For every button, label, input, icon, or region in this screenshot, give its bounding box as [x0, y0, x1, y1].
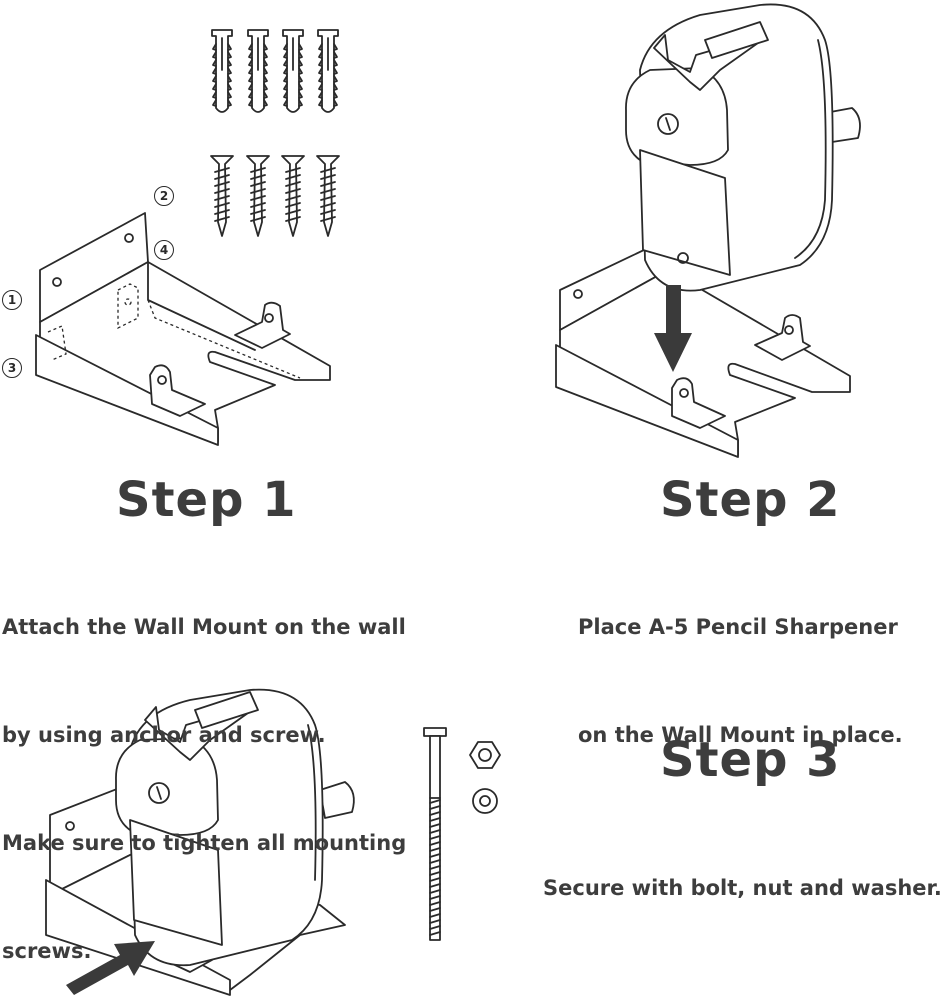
- step3-instructions: Secure with bolt, nut and washer.: [543, 798, 942, 942]
- sharpener-step2: [625, 3, 861, 292]
- anchor-icon: [317, 29, 339, 113]
- step1-line: screws.: [2, 939, 92, 963]
- step2-line: on the Wall Mount in place.: [578, 723, 903, 747]
- hole-label-3: 3: [2, 358, 22, 378]
- step2-instructions: Place A-5 Pencil Sharpener on the Wall M…: [578, 537, 903, 789]
- step1-instructions: Attach the Wall Mount on the wall by usi…: [2, 537, 406, 1005]
- hole-label-1: 1: [2, 290, 22, 310]
- bolt-illustration: [423, 727, 447, 941]
- step2-title: Step 2: [660, 472, 841, 528]
- washer-illustration: [472, 788, 498, 814]
- step2-line: Place A-5 Pencil Sharpener: [578, 615, 898, 639]
- step3-title: Step 3: [660, 732, 841, 788]
- arrow-diagonal-icon: [66, 941, 155, 995]
- step1-line: Attach the Wall Mount on the wall: [2, 615, 406, 639]
- anchor-icon: [282, 29, 304, 113]
- step1-title: Step 1: [116, 472, 297, 528]
- step3-line: Secure with bolt, nut and washer.: [543, 876, 942, 900]
- screw-icon: [281, 155, 305, 237]
- screw-group: [210, 155, 340, 237]
- sharpener-step3: [115, 688, 355, 967]
- step1-line: by using anchor and screw.: [2, 723, 326, 747]
- step1-line: Make sure to tighten all mounting: [2, 831, 407, 855]
- wall-mount-bracket-step1: [35, 212, 331, 446]
- screw-icon: [210, 155, 234, 237]
- arrow-down-icon: [654, 285, 692, 372]
- screw-icon: [246, 155, 270, 237]
- hole-label-4: 4: [154, 240, 174, 260]
- wall-mount-bracket-step2: [555, 239, 851, 458]
- hole-label-2: 2: [154, 186, 174, 206]
- anchor-group: [211, 29, 339, 113]
- nut-illustration: [469, 741, 501, 769]
- anchor-icon: [247, 29, 269, 113]
- anchor-icon: [211, 29, 233, 113]
- screw-icon: [316, 155, 340, 237]
